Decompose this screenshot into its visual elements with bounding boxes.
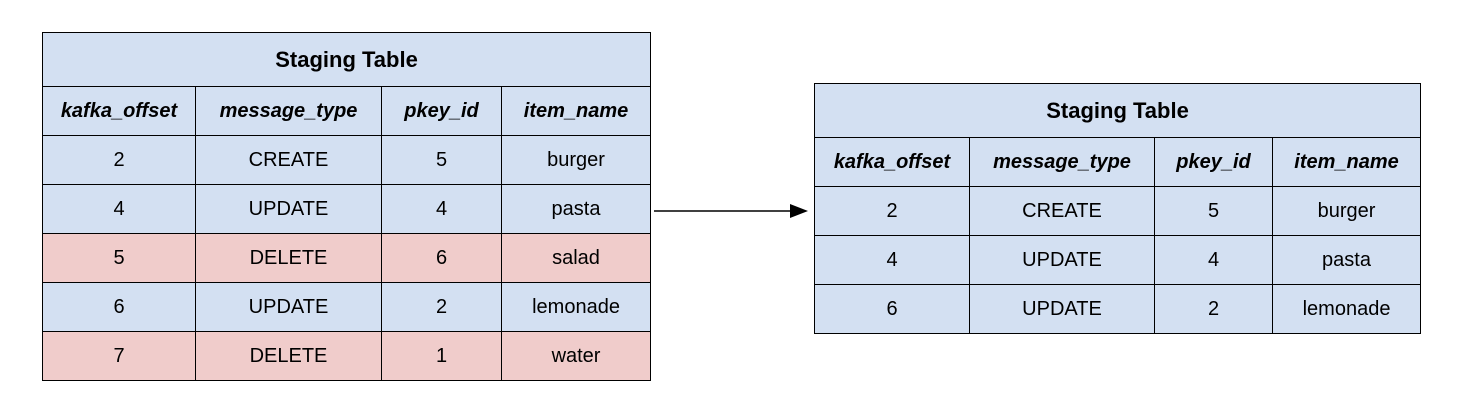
cell-pkey-id: 4 <box>1154 235 1273 285</box>
table-row: 5 DELETE 6 salad <box>42 233 652 283</box>
cell-message-type: DELETE <box>195 331 382 381</box>
column-header-kafka-offset: kafka_offset <box>42 86 196 136</box>
table-title-row: Staging Table <box>813 83 1422 138</box>
cell-kafka-offset: 2 <box>42 135 196 185</box>
table-row: 6 UPDATE 2 lemonade <box>42 282 652 332</box>
table-row: 2 CREATE 5 burger <box>814 186 1422 236</box>
staging-table-before: Staging Table kafka_offset message_type … <box>41 32 652 381</box>
column-header-message-type: message_type <box>969 137 1155 187</box>
table-header-row: kafka_offset message_type pkey_id item_n… <box>814 137 1422 187</box>
cell-kafka-offset: 6 <box>814 284 970 334</box>
cell-kafka-offset: 4 <box>814 235 970 285</box>
cell-message-type: UPDATE <box>969 284 1155 334</box>
cell-pkey-id: 5 <box>381 135 502 185</box>
cell-pkey-id: 5 <box>1154 186 1273 236</box>
table-title: Staging Table <box>41 32 652 87</box>
table-row: 4 UPDATE 4 pasta <box>42 184 652 234</box>
cell-message-type: UPDATE <box>195 282 382 332</box>
column-header-item-name: item_name <box>500 86 652 136</box>
column-header-pkey-id: pkey_id <box>1154 137 1273 187</box>
table-row: 4 UPDATE 4 pasta <box>814 235 1422 285</box>
cell-pkey-id: 2 <box>1154 284 1273 334</box>
cell-item-name: water <box>500 331 652 381</box>
cell-kafka-offset: 6 <box>42 282 196 332</box>
cell-item-name: burger <box>1271 186 1422 236</box>
cell-kafka-offset: 7 <box>42 331 196 381</box>
column-header-kafka-offset: kafka_offset <box>814 137 970 187</box>
cell-pkey-id: 1 <box>381 331 502 381</box>
cell-message-type: DELETE <box>195 233 382 283</box>
cell-item-name: burger <box>500 135 652 185</box>
cell-pkey-id: 6 <box>381 233 502 283</box>
table-header-row: kafka_offset message_type pkey_id item_n… <box>42 86 652 136</box>
column-header-message-type: message_type <box>195 86 382 136</box>
table-title-row: Staging Table <box>41 32 652 87</box>
cell-item-name: salad <box>500 233 652 283</box>
cell-item-name: pasta <box>500 184 652 234</box>
table-row: 2 CREATE 5 burger <box>42 135 652 185</box>
cell-pkey-id: 2 <box>381 282 502 332</box>
cell-kafka-offset: 4 <box>42 184 196 234</box>
staging-table-after: Staging Table kafka_offset message_type … <box>813 83 1422 334</box>
cell-kafka-offset: 2 <box>814 186 970 236</box>
cell-pkey-id: 4 <box>381 184 502 234</box>
column-header-pkey-id: pkey_id <box>381 86 502 136</box>
table-row: 7 DELETE 1 water <box>42 331 652 381</box>
table-title: Staging Table <box>813 83 1422 138</box>
cell-message-type: CREATE <box>195 135 382 185</box>
cell-item-name: pasta <box>1271 235 1422 285</box>
cell-kafka-offset: 5 <box>42 233 196 283</box>
right-arrow-icon <box>654 204 808 218</box>
cell-message-type: UPDATE <box>969 235 1155 285</box>
column-header-item-name: item_name <box>1271 137 1422 187</box>
arrow-head <box>790 204 808 218</box>
cell-item-name: lemonade <box>1271 284 1422 334</box>
cell-message-type: UPDATE <box>195 184 382 234</box>
cell-item-name: lemonade <box>500 282 652 332</box>
cell-message-type: CREATE <box>969 186 1155 236</box>
table-row: 6 UPDATE 2 lemonade <box>814 284 1422 334</box>
